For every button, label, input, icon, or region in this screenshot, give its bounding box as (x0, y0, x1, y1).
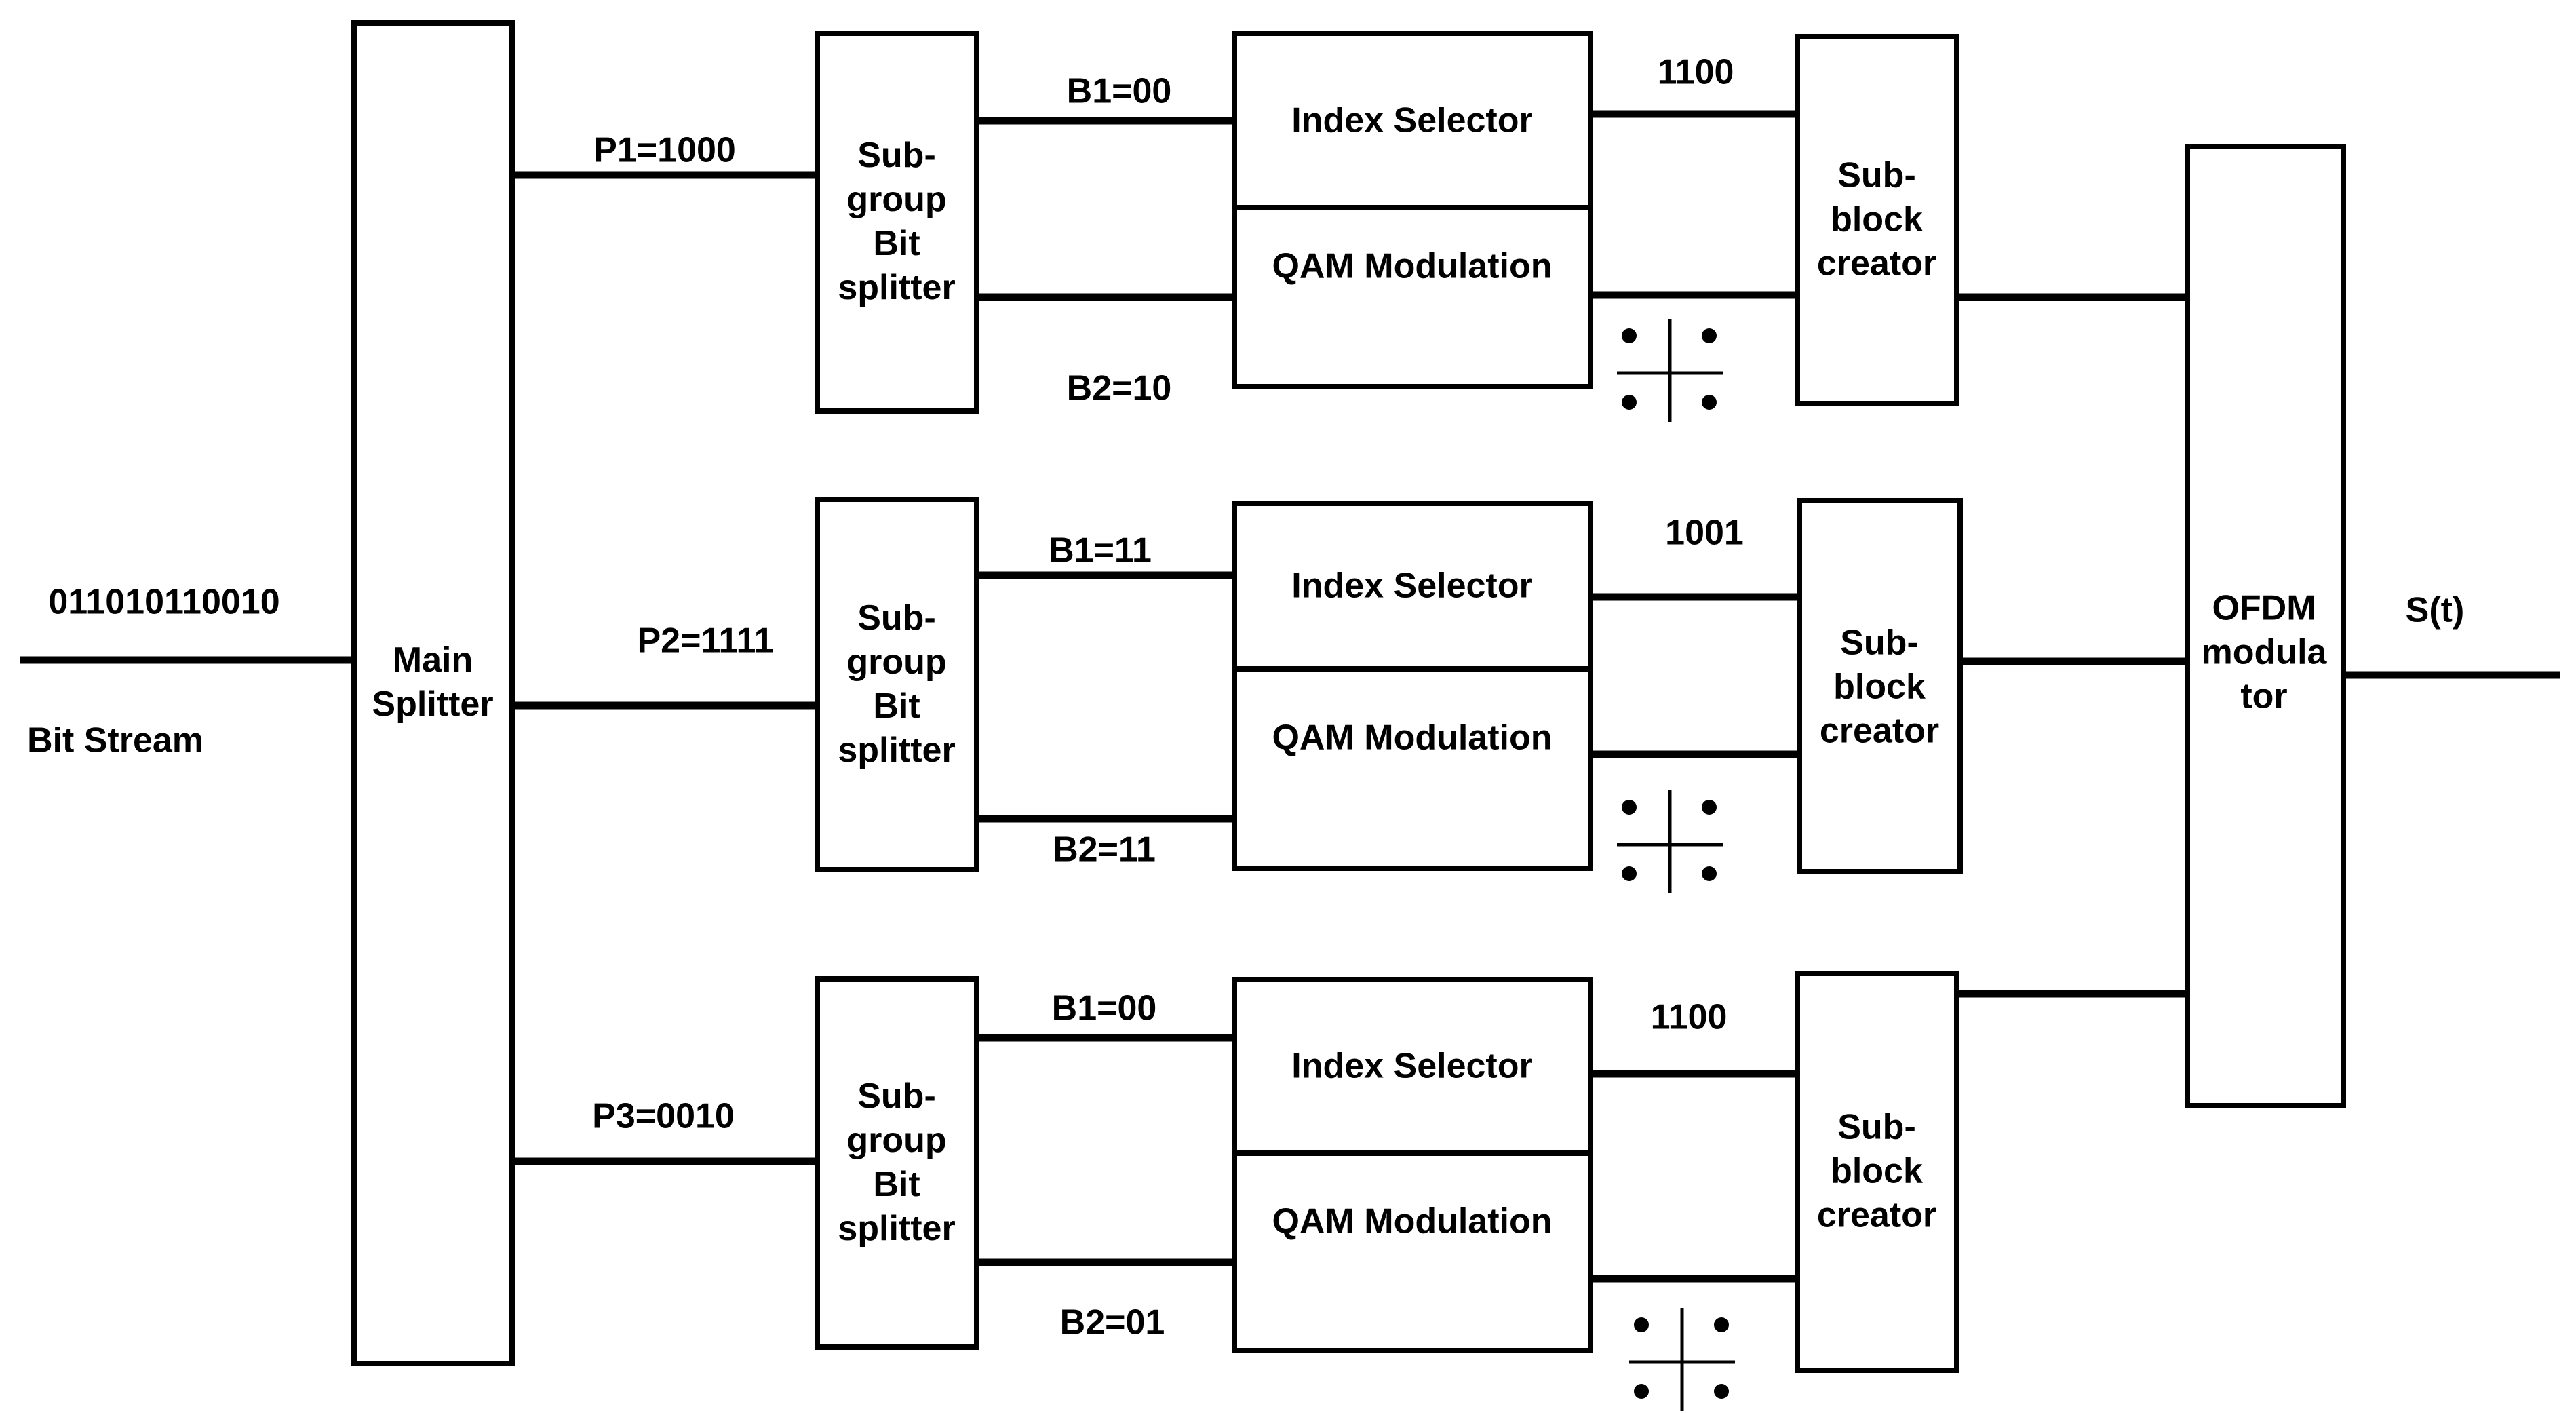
qam-modulation-label: QAM Modulation (1272, 718, 1553, 758)
main-splitter-label: Main Splitter (372, 640, 494, 724)
subgroup-splitter-label: Sub- group Bit splitter (838, 136, 956, 307)
subblock-creator-label: Sub- block creator (1816, 155, 1937, 284)
subgroup-splitter-label: Sub- group Bit splitter (838, 1077, 956, 1248)
subgroup-splitter-box-branch2 (815, 497, 979, 872)
b1-label: B1=00 (1051, 988, 1157, 1028)
subblock-creator-label: Sub- block creator (1819, 623, 1940, 751)
index-bits-label: 1100 (1657, 52, 1734, 92)
subblock-creator-box-branch3 (1795, 971, 1959, 1373)
index-bits-label: 1001 (1665, 513, 1744, 553)
constellation-icon (1617, 319, 1723, 422)
subblock-creator-box-branch2 (1797, 498, 1963, 874)
constellation-dot (1634, 1384, 1649, 1399)
constellation-dot (1634, 1317, 1649, 1332)
input-bits-label: 011010110010 (48, 582, 280, 622)
constellation-dot (1714, 1384, 1729, 1399)
index-qam-box-branch3 (1232, 977, 1593, 1353)
constellation-dot (1702, 800, 1717, 815)
b2-label: B2=10 (1066, 368, 1172, 408)
index-qam-box-branch2 (1232, 501, 1593, 871)
constellation-dot (1622, 866, 1637, 881)
constellation-dot (1702, 395, 1717, 410)
constellation-dot (1622, 800, 1637, 815)
constellation-icon (1617, 790, 1723, 893)
constellation-dot (1622, 395, 1637, 410)
p1-label: P1=1000 (593, 130, 736, 170)
b1-label: B1=00 (1066, 71, 1172, 111)
subgroup-splitter-box-branch1 (815, 31, 979, 414)
constellation-dot (1702, 866, 1717, 881)
ofdm-modulator-label: OFDM modula tor (2201, 588, 2327, 716)
p2-label: P2=1111 (637, 621, 774, 661)
constellation-dot (1714, 1317, 1729, 1332)
subgroup-splitter-label: Sub- group Bit splitter (838, 598, 956, 770)
subgroup-splitter-box-branch3 (815, 976, 979, 1350)
output-signal-label: S(t) (2405, 590, 2465, 630)
index-selector-label: Index Selector (1291, 1046, 1533, 1086)
subblock-creator-label: Sub- block creator (1816, 1107, 1937, 1235)
b2-label: B2=11 (1053, 830, 1156, 870)
index-selector-label: Index Selector (1291, 100, 1533, 140)
subblock-creator-box-branch1 (1795, 34, 1959, 406)
constellation-dot (1702, 328, 1717, 343)
bit-stream-label: Bit Stream (26, 720, 204, 760)
qam-modulation-label: QAM Modulation (1272, 1201, 1553, 1241)
constellation-icon (1629, 1308, 1735, 1411)
main-splitter-box (351, 20, 515, 1366)
b1-label: B1=11 (1049, 530, 1152, 570)
b2-label: B2=01 (1059, 1302, 1165, 1342)
index-selector-label: Index Selector (1291, 566, 1533, 606)
index-bits-label: 1100 (1650, 997, 1728, 1037)
qam-modulation-label: QAM Modulation (1272, 246, 1553, 286)
p3-label: P3=0010 (592, 1096, 735, 1136)
ofdm-modulator-box (2185, 144, 2346, 1108)
constellation-dot (1622, 328, 1637, 343)
